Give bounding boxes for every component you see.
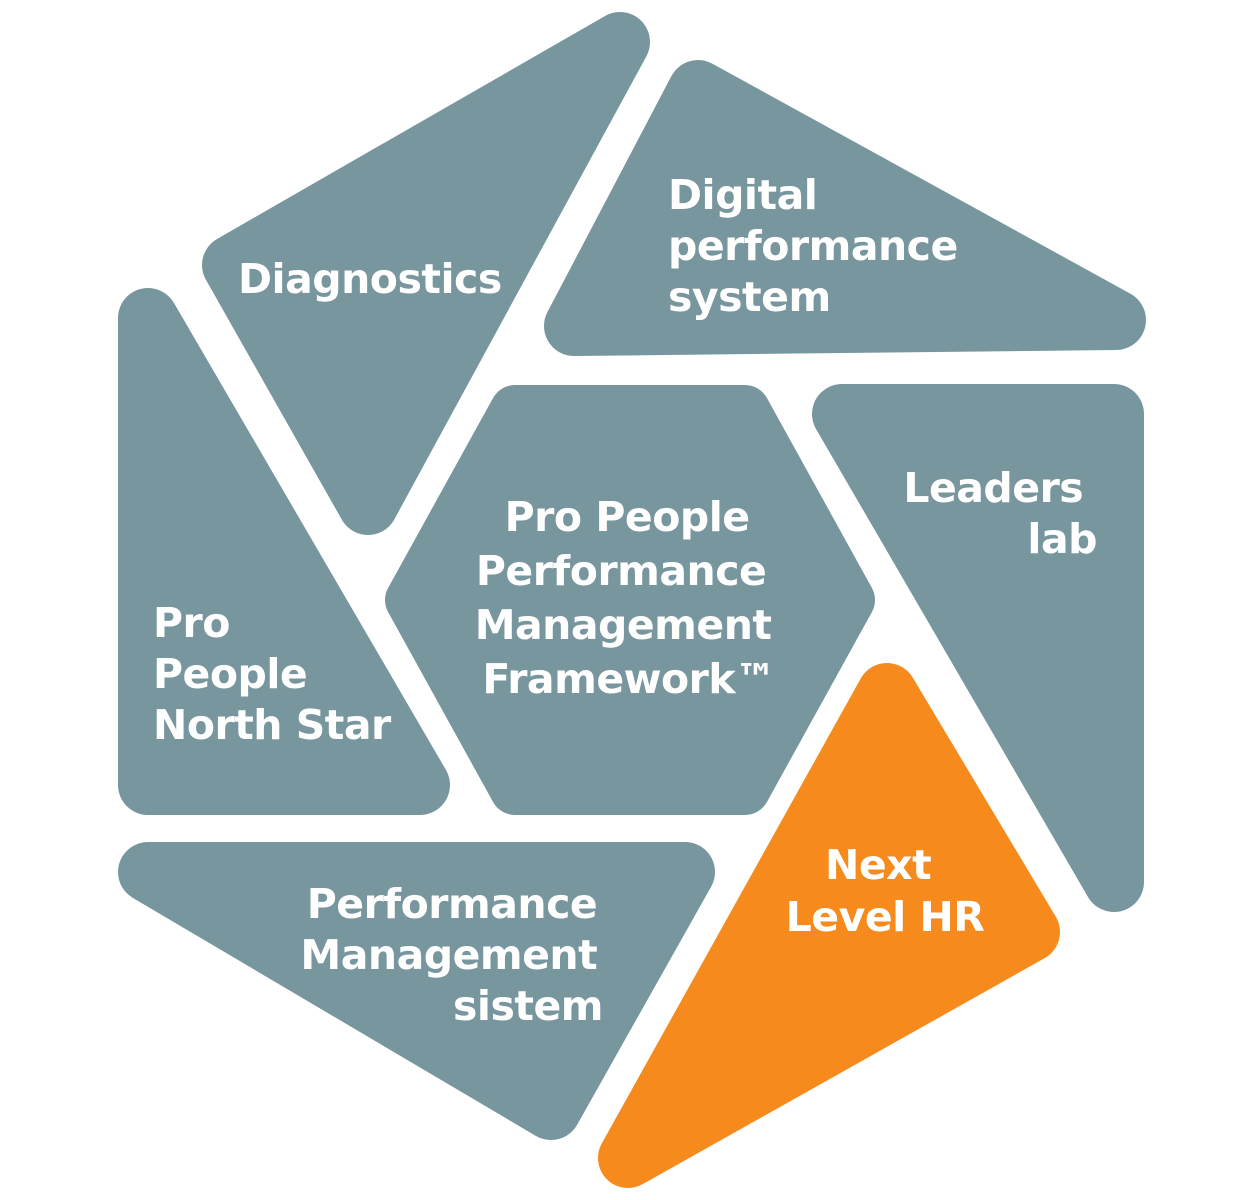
- segment-pro-people-north-star-line-2: People: [153, 650, 307, 698]
- segment-next-level-hr[interactable]: Next Level HR: [598, 663, 1060, 1188]
- segment-digital-performance-system-line-2: performance: [668, 222, 958, 270]
- segment-next-level-hr-label: Next Level HR: [786, 841, 985, 941]
- segment-diagnostics-line-1: Diagnostics: [238, 255, 502, 303]
- segment-framework-label: Pro People Performance Management Framew…: [475, 493, 786, 703]
- segment-framework[interactable]: Pro People Performance Management Framew…: [385, 385, 875, 815]
- segment-diagnostics-label: Diagnostics: [238, 255, 502, 303]
- segment-framework-line-4: Framework™: [482, 655, 775, 703]
- segment-leaders-lab-shape: [812, 384, 1144, 912]
- segment-performance-management-sistem-line-2: Management: [300, 931, 597, 979]
- segment-diagnostics-shape: [202, 12, 650, 535]
- segment-leaders-lab-line-1: Leaders: [903, 464, 1083, 512]
- segment-pro-people-north-star-shape: [118, 288, 450, 815]
- segment-framework-line-1: Pro People: [505, 493, 750, 541]
- segment-pro-people-north-star-line-1: Pro: [153, 599, 230, 647]
- segment-pro-people-north-star-line-3: North Star: [153, 701, 392, 749]
- segment-performance-management-sistem-line-1: Performance: [307, 880, 598, 928]
- segment-digital-performance-system-line-1: Digital: [668, 171, 817, 219]
- segment-digital-performance-system-line-3: system: [668, 273, 831, 321]
- segment-performance-management-sistem-line-3: sistem: [453, 982, 603, 1030]
- segment-framework-shape: [385, 385, 875, 815]
- segment-digital-performance-system[interactable]: Digital performance system: [544, 60, 1146, 356]
- segment-performance-management-sistem-label: Performance Management sistem: [300, 880, 611, 1030]
- segment-framework-line-2: Performance: [476, 547, 767, 595]
- segment-pro-people-north-star-label: Pro People North Star: [153, 599, 392, 749]
- segment-diagnostics[interactable]: Diagnostics: [202, 12, 650, 535]
- segment-digital-performance-system-shape: [544, 60, 1146, 356]
- segment-next-level-hr-line-2: Level HR: [786, 893, 985, 941]
- segment-performance-management-sistem-shape: [118, 842, 715, 1140]
- segment-next-level-hr-line-1: Next: [825, 841, 931, 889]
- segment-leaders-lab-label: Leaders lab: [903, 464, 1097, 563]
- segment-leaders-lab[interactable]: Leaders lab: [812, 384, 1144, 912]
- segment-leaders-lab-line-2: lab: [1027, 515, 1097, 563]
- segment-pro-people-north-star[interactable]: Pro People North Star: [118, 288, 450, 815]
- segment-digital-performance-system-label: Digital performance system: [668, 171, 972, 321]
- segment-next-level-hr-shape: [598, 663, 1060, 1188]
- segment-framework-line-3: Management: [475, 601, 772, 649]
- segment-performance-management-sistem[interactable]: Performance Management sistem: [118, 842, 715, 1140]
